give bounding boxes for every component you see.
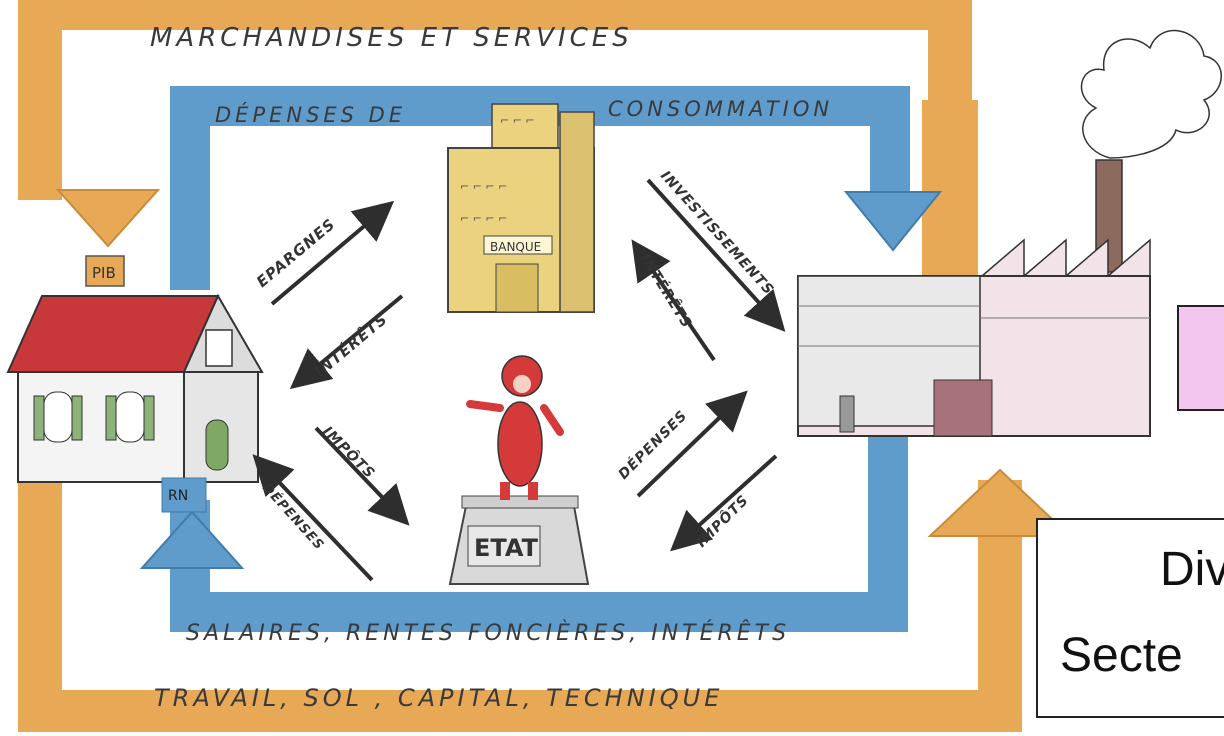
- household-house: PIB RN: [6, 255, 264, 513]
- epargnes-arrow-icon: [270, 200, 395, 306]
- caption-line-1: Div: [1160, 543, 1224, 596]
- pedestal-label: ETAT: [474, 534, 539, 562]
- caption-line-2: Secte: [1060, 629, 1183, 682]
- factory-building: [797, 29, 1222, 437]
- door-icon: [205, 419, 229, 471]
- interets-left-arrow-icon: [289, 294, 404, 390]
- bank-sign: BANQUE: [490, 240, 541, 254]
- house-roof: [6, 295, 220, 373]
- impots-left-arrow-icon: [314, 426, 410, 526]
- depenses-left-arrow-icon: [252, 454, 374, 582]
- inner-top-right-label: CONSOMMATION: [608, 97, 833, 121]
- rn-tag-label: RN: [168, 488, 188, 504]
- pib-tag-label: PIB: [92, 264, 116, 282]
- caption-box: Div Secte: [1036, 518, 1224, 718]
- outer-bottom-label: TRAVAIL, SOL , CAPITAL, TECHNIQUE: [154, 684, 723, 712]
- depenses-right-arrow-icon: [636, 390, 748, 498]
- investissements-arrow-icon: [646, 178, 786, 332]
- outer-top-label: MARCHANDISES ET SERVICES: [150, 23, 633, 53]
- investissements-label: INVESTISSEMENTS: [657, 168, 777, 299]
- impots-left-label: IMPÔTS: [319, 422, 379, 482]
- epargnes-label: EPARGNES: [253, 215, 339, 291]
- smoke-icon: [1080, 29, 1222, 159]
- rn-tag: [161, 477, 207, 513]
- svg-text:⌐ ⌐ ⌐: ⌐ ⌐ ⌐: [500, 114, 535, 127]
- state-statue: ETAT: [448, 355, 590, 585]
- svg-text:⌐ ⌐ ⌐ ⌐: ⌐ ⌐ ⌐ ⌐: [460, 180, 507, 193]
- window-icon: [33, 391, 155, 443]
- outer-arrow-down-icon: [55, 189, 161, 248]
- inner-arrow-down-icon: [843, 191, 943, 252]
- marianne-figure: [497, 401, 543, 487]
- svg-text:⌐ ⌐ ⌐ ⌐: ⌐ ⌐ ⌐ ⌐: [460, 212, 507, 225]
- outer-goods-flow: [18, 0, 1073, 734]
- interets-left-label: INTÉRÊTS: [310, 309, 391, 381]
- depenses-right-label: DÉPENSES: [615, 407, 691, 483]
- pib-tag: [85, 255, 125, 287]
- interets-right-arrow-icon: [631, 239, 716, 362]
- impots-right-arrow-icon: [670, 454, 778, 552]
- inner-bottom-label: SALAIRES, RENTES FONCIÈRES, INTÉRÊTS: [186, 620, 790, 646]
- bank-building: BANQUE ⌐ ⌐ ⌐ ⌐ ⌐ ⌐ ⌐ ⌐ ⌐ ⌐ ⌐: [447, 103, 595, 313]
- inner-top-left-label: DÉPENSES DE: [215, 102, 406, 127]
- interets-right-label: INTÉRÊTS: [637, 251, 696, 331]
- inner-arrow-up-icon: [139, 510, 245, 569]
- pink-label-box: [1177, 305, 1224, 411]
- depenses-left-label: DÉPENSES: [259, 480, 327, 554]
- outer-arrow-up-icon: [927, 468, 1073, 537]
